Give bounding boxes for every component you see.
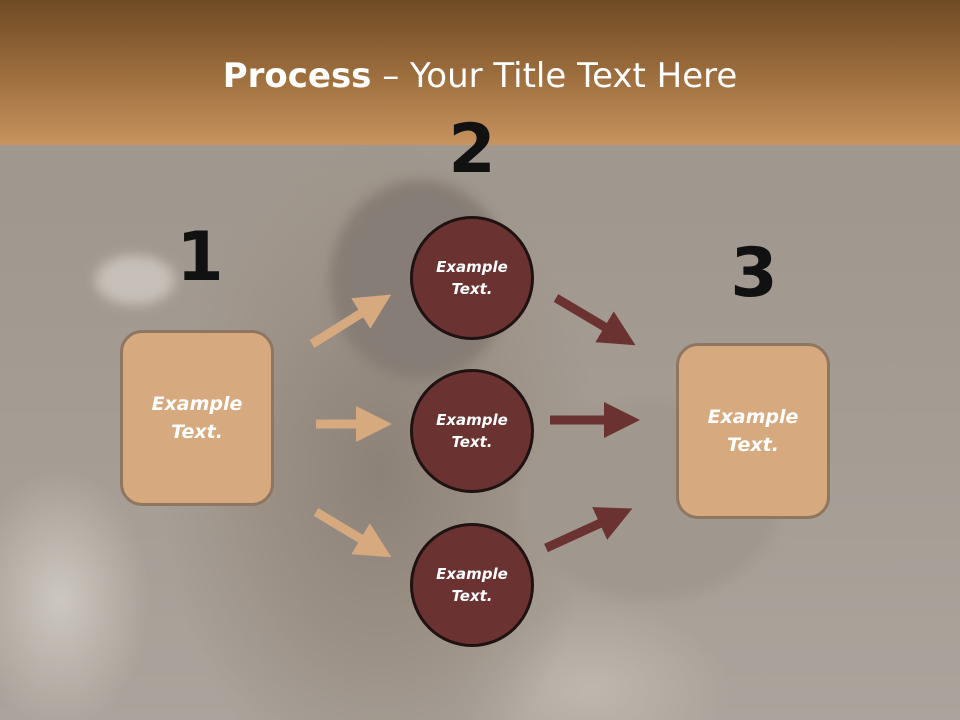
- step-number-1: 1: [176, 218, 224, 297]
- left-box-line1: Example: [151, 392, 243, 415]
- arrow-from-circle-3: [544, 507, 633, 553]
- circle-bottom-line1: Example: [436, 564, 508, 583]
- circle-middle-line1: Example: [436, 410, 508, 429]
- circle-top-line1: Example: [436, 257, 508, 276]
- circle-middle-line2: Text.: [451, 433, 493, 451]
- circle-top-line2: Text.: [451, 280, 493, 298]
- title-bar: [0, 0, 960, 145]
- page-title: Process – Your Title Text Here: [0, 56, 960, 96]
- right-box-line2: Text.: [727, 434, 779, 456]
- arrow-from-circle-1: [553, 294, 636, 346]
- right-box-line1: Example: [707, 405, 799, 428]
- step-number-3: 3: [730, 234, 778, 313]
- step-number-2: 2: [448, 110, 496, 189]
- title-bold: Process: [222, 56, 372, 96]
- left-box-line2: Text.: [171, 421, 223, 443]
- title-rest: – Your Title Text Here: [371, 56, 738, 96]
- circle-bottom-line2: Text.: [451, 587, 493, 605]
- arrow-to-circle-3: [313, 508, 392, 558]
- arrow-to-circle-1: [309, 294, 392, 348]
